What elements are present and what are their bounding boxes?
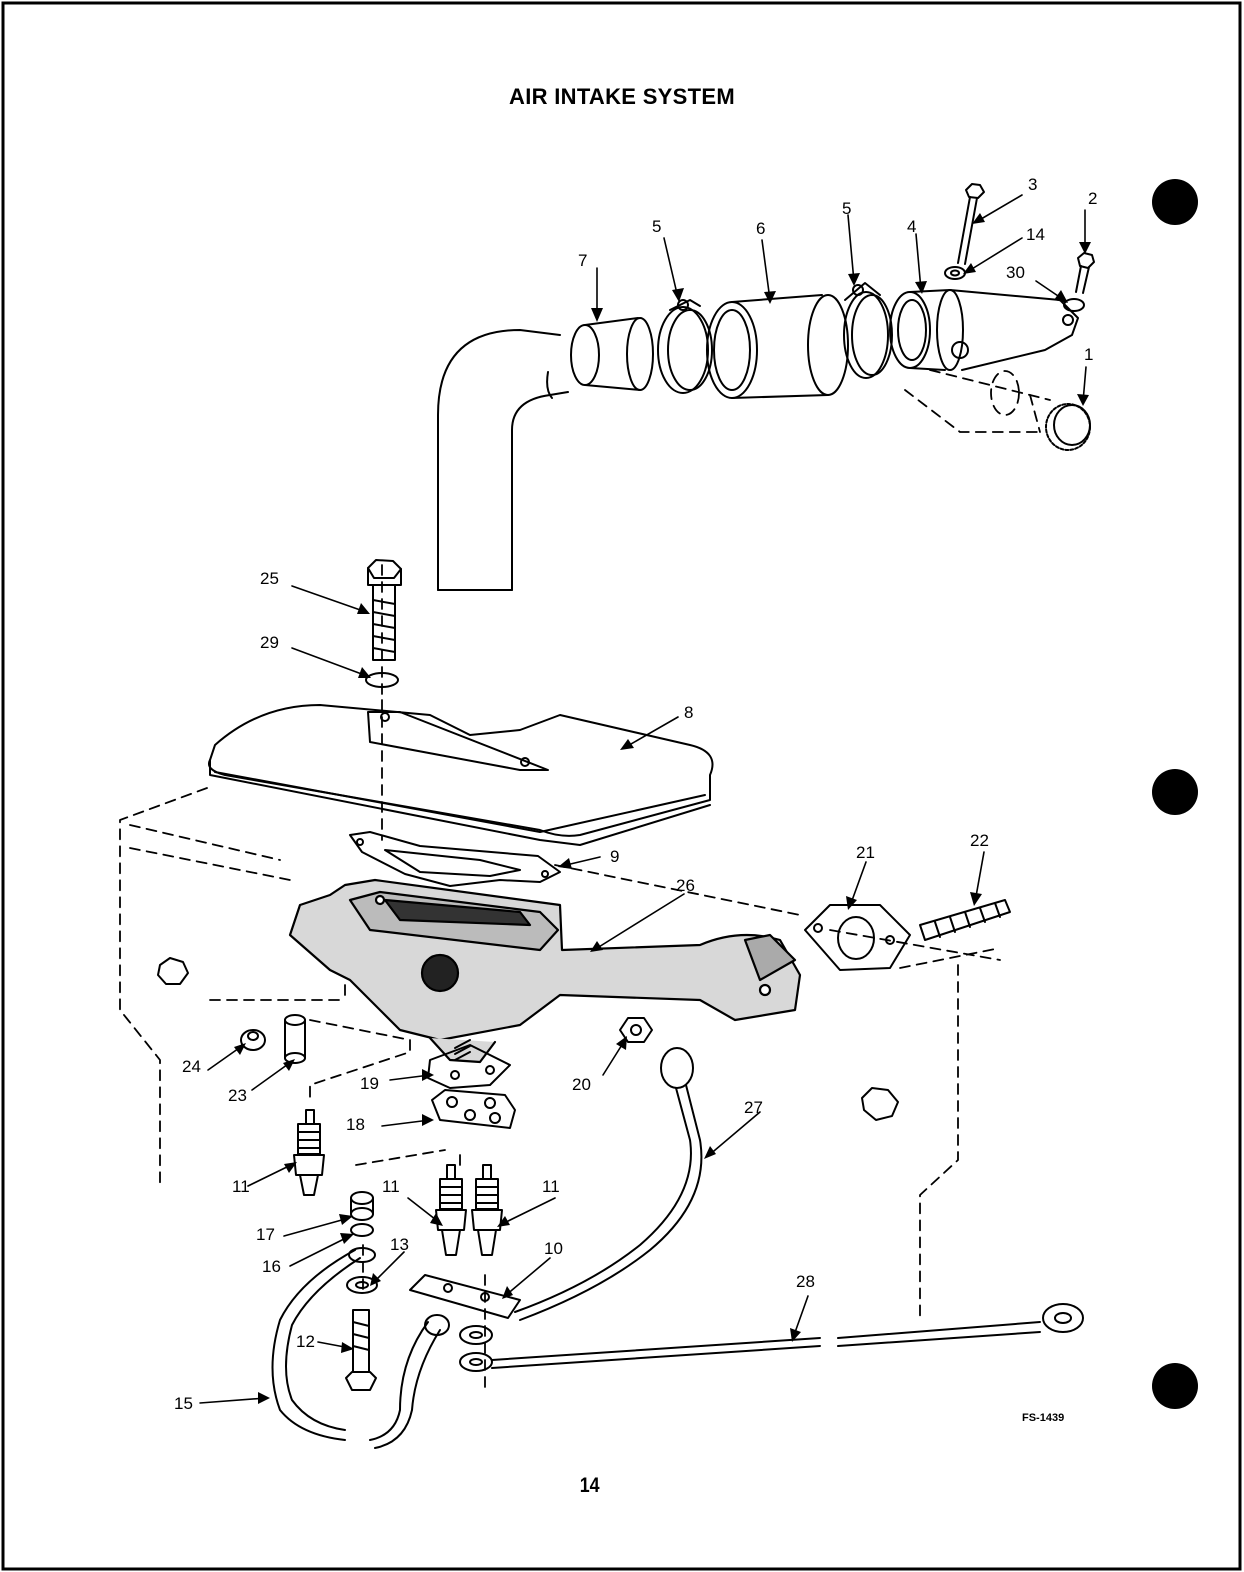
callout-15: 15 — [174, 1394, 193, 1413]
washer-30 — [1063, 298, 1085, 312]
callout-14: 14 — [1026, 225, 1045, 244]
nut-24 — [240, 1029, 266, 1051]
callout-23: 23 — [228, 1086, 247, 1105]
air-cleaner-housing — [208, 704, 714, 846]
callout-4: 4 — [907, 217, 916, 236]
washer-29 — [365, 672, 399, 688]
callout-2: 2 — [1088, 189, 1097, 208]
cable-28 — [459, 1303, 1084, 1372]
callout-12: 12 — [296, 1332, 315, 1351]
binder-hole-middle — [1152, 769, 1198, 815]
callout-21: 21 — [856, 843, 875, 862]
callout-6: 6 — [756, 219, 765, 238]
washer-13 — [346, 1276, 378, 1294]
engine-hex-bolt-right — [861, 1087, 899, 1121]
callout-16: 16 — [262, 1257, 281, 1276]
long-bolt-3 — [957, 183, 985, 265]
flange-gasket-21 — [804, 904, 911, 971]
hose-6 — [706, 294, 849, 399]
callout-26: 26 — [676, 876, 695, 895]
gasket-9 — [349, 831, 561, 887]
callout-11: 11 — [542, 1177, 560, 1196]
plate-18 — [431, 1089, 516, 1129]
intake-manifold — [288, 878, 802, 1064]
washer-14 — [944, 266, 966, 280]
callout-5: 5 — [652, 217, 661, 236]
nut-17 — [350, 1191, 374, 1221]
cap-1 — [1045, 403, 1091, 451]
washer-16 — [350, 1223, 374, 1237]
callout-11: 11 — [382, 1177, 400, 1196]
cable-27 — [459, 1047, 703, 1345]
engine-block-outline — [119, 369, 1051, 1391]
callout-8: 8 — [684, 703, 693, 722]
callout-3: 3 — [1028, 175, 1037, 194]
hose-clamp-left — [657, 299, 713, 394]
bolt-25 — [367, 559, 402, 661]
callout-13: 13 — [390, 1235, 409, 1254]
figure-code: FS-1439 — [1022, 1412, 1065, 1424]
hose-clamp-right — [843, 282, 893, 379]
callout-28: 28 — [796, 1272, 815, 1291]
binder-hole-bottom — [1152, 1363, 1198, 1409]
callout-22: 22 — [970, 831, 989, 850]
heater-plug-middle — [435, 1164, 467, 1256]
callout-30: 30 — [1006, 263, 1025, 282]
binder-hole-top — [1152, 179, 1198, 225]
callout-18: 18 — [346, 1115, 365, 1134]
cable-15 — [271, 1247, 450, 1449]
short-bolt-2 — [1075, 252, 1095, 294]
heater-plug-right — [471, 1164, 503, 1256]
callout-5: 5 — [842, 199, 851, 218]
nut-20 — [619, 1017, 653, 1043]
callout-10: 10 — [544, 1239, 563, 1258]
callout-24: 24 — [182, 1057, 201, 1076]
hose-7 — [570, 317, 654, 391]
link-bar-10 — [409, 1274, 521, 1319]
stud-22 — [919, 899, 1011, 941]
callout-11: 11 — [232, 1177, 250, 1196]
callout-9: 9 — [610, 847, 619, 866]
callout-1: 1 — [1084, 345, 1093, 364]
callout-29: 29 — [260, 633, 279, 652]
engine-hex-bolt-left — [157, 957, 189, 985]
spacer-23 — [284, 1014, 306, 1064]
air-inlet-housing — [889, 289, 1079, 371]
diagram-title: AIR INTAKE SYSTEM — [509, 84, 735, 109]
callout-19: 19 — [360, 1074, 379, 1093]
bolt-12 — [345, 1309, 377, 1391]
callout-7: 7 — [578, 251, 587, 270]
callout-17: 17 — [256, 1225, 275, 1244]
page-number: 14 — [579, 1474, 600, 1497]
callout-20: 20 — [572, 1075, 591, 1094]
callout-25: 25 — [260, 569, 279, 588]
leader-arrowheads — [234, 213, 1091, 1404]
heater-plug-left — [293, 1109, 325, 1196]
elbow-tube — [437, 329, 569, 591]
callout-27: 27 — [744, 1098, 763, 1117]
